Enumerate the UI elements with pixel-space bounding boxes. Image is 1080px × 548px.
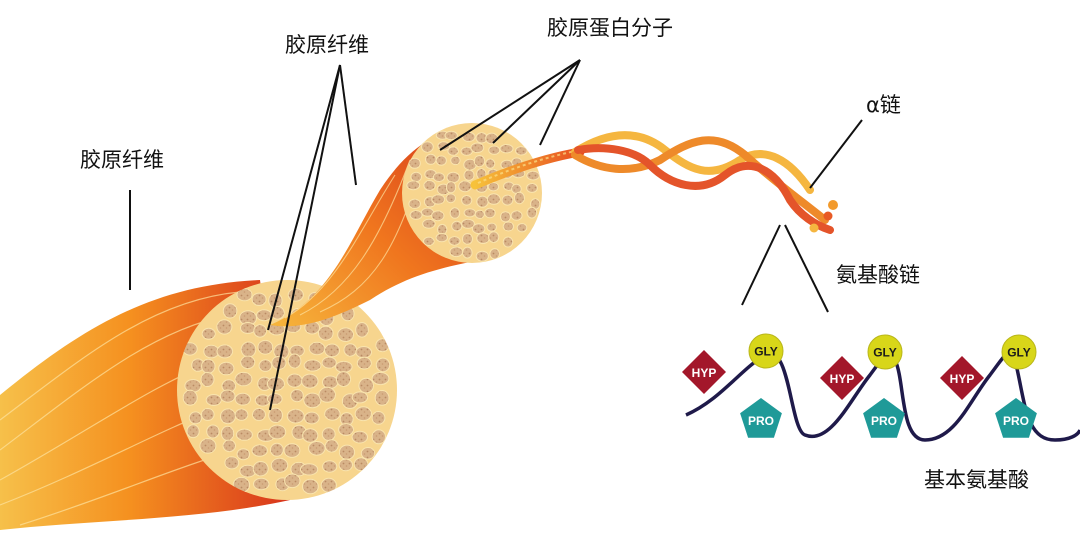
leader-molecule-a (439, 59, 581, 151)
leader-amino-chain-a (741, 224, 781, 306)
label-collagen-fibril-left: 胶原纤维 (80, 148, 164, 172)
pro-label: PRO (871, 414, 897, 428)
leader-fibril-top-b (269, 64, 341, 411)
leader-molecule-b (492, 59, 581, 144)
hyp-label: HYP (830, 372, 855, 386)
pro-residue: PRO (863, 398, 905, 438)
small-fibril-fibrils (406, 130, 541, 262)
gly-residue: GLY (867, 334, 903, 370)
label-collagen-fibril-top: 胶原纤维 (285, 33, 369, 57)
leader-lines (129, 59, 863, 411)
gly-label: GLY (754, 345, 778, 359)
leader-fibril-top-a (267, 64, 341, 331)
amino-acid-backbone (685, 351, 1080, 442)
gly-residue: GLY (748, 333, 784, 369)
leader-alpha-chain (809, 119, 863, 189)
hyp-residue: HYP (940, 356, 984, 400)
hyp-residue: HYP (820, 356, 864, 400)
label-amino-acid-chain: 氨基酸链 (836, 263, 920, 287)
hyp-residue: HYP (682, 350, 726, 394)
large-fibril-fibrils (182, 286, 391, 495)
large-fibril-bundle (0, 280, 397, 530)
small-fibril-bundle (402, 123, 542, 263)
residue-markers: HYP GLY PRO HYP GLY PRO HYP GLY PRO (682, 333, 1037, 438)
leader-amino-chain-b (784, 224, 829, 313)
leader-molecule-c (539, 59, 581, 146)
hyp-label: HYP (950, 372, 975, 386)
gly-label: GLY (873, 346, 897, 360)
label-basic-amino-acids: 基本氨基酸 (924, 468, 1029, 492)
triple-helix (571, 131, 838, 234)
gly-label: GLY (1007, 346, 1031, 360)
leader-fibril-top-c (339, 64, 357, 186)
collagen-molecule (470, 147, 585, 190)
pro-residue: PRO (995, 398, 1037, 438)
pro-label: PRO (1003, 414, 1029, 428)
pro-label: PRO (748, 414, 774, 428)
hyp-label: HYP (692, 366, 717, 380)
label-alpha-chain: α链 (866, 93, 901, 117)
pro-residue: PRO (740, 398, 782, 438)
label-collagen-molecule: 胶原蛋白分子 (547, 16, 673, 40)
gly-residue: GLY (1001, 334, 1037, 370)
